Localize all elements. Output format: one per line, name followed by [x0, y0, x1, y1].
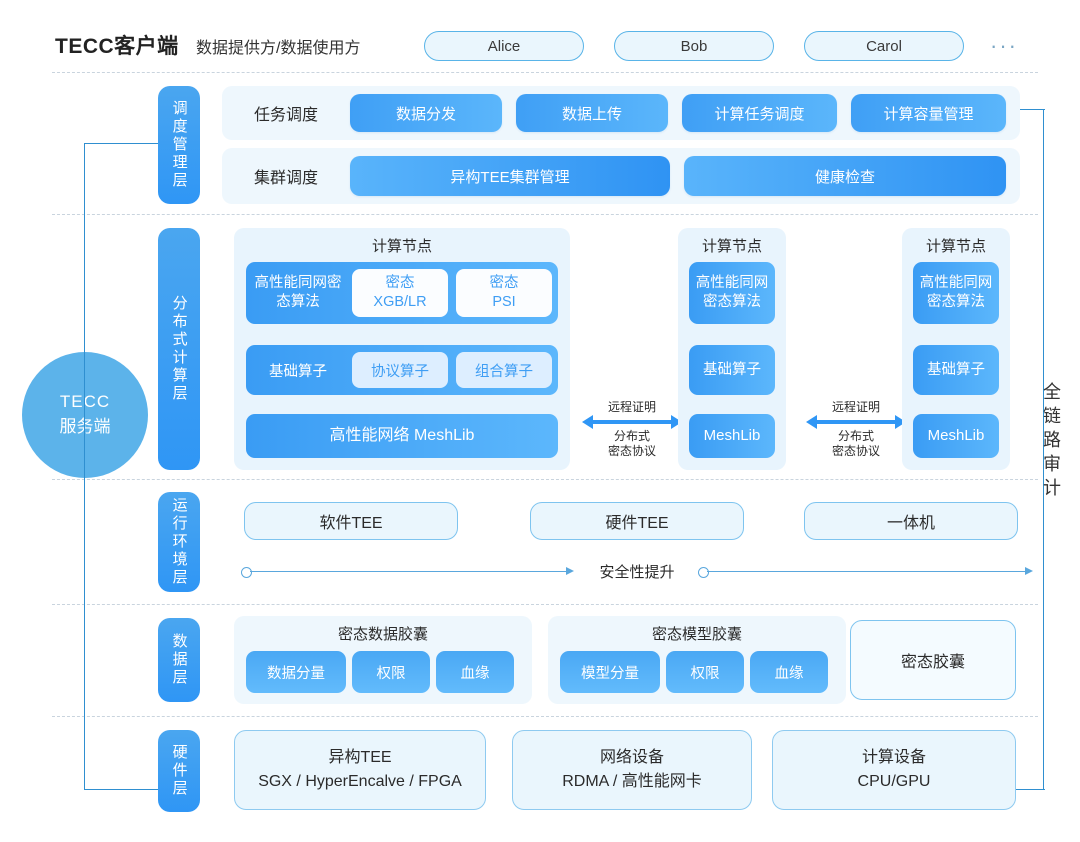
connector-left-bottom	[84, 789, 158, 790]
data-capsule-data-title: 密态数据胶囊	[337, 625, 428, 643]
divider-scheduling	[52, 214, 1038, 215]
hardware-box-network-line1: 网络设备	[599, 749, 664, 766]
compute-node-second-band-meshlib: MeshLib	[689, 414, 775, 458]
scheduling-btn-health-check[interactable]: 健康检查	[684, 156, 1006, 196]
compute-chip-psi-label: 密态 PSI	[489, 275, 519, 310]
hardware-box-tee-line2: SGX / HyperEncalve / FPGA	[258, 773, 462, 790]
connector-left-spine	[84, 143, 85, 789]
scheduling-btn-tee-cluster-mgmt[interactable]: 异构TEE集群管理	[350, 156, 670, 196]
scheduling-task-label: 任务调度	[253, 107, 318, 124]
compute-node-primary-title: 计算节点	[371, 237, 432, 255]
scheduling-cluster-label: 集群调度	[253, 170, 318, 187]
hardware-box-compute-line1: 计算设备	[861, 749, 926, 766]
security-axis-arrow-right-icon	[1025, 567, 1033, 575]
party-chip-carol[interactable]: Carol	[804, 31, 964, 61]
node-connector-ab-bottom: 分布式 密态协议	[607, 429, 656, 458]
compute-chip-psi[interactable]: 密态 PSI	[456, 269, 552, 317]
layer-pill-distributed-compute-label: 分布式计算层	[170, 295, 188, 403]
divider-header	[52, 72, 1038, 73]
node-connector-bc-bottom: 分布式 密态协议	[831, 429, 880, 458]
compute-chip-xgb-lr-label: 密态 XGB/LR	[373, 275, 427, 310]
compute-node-primary-band-meshlib: 高性能网络 MeshLib	[246, 414, 558, 458]
compute-chip-xgb-lr[interactable]: 密态 XGB/LR	[352, 269, 448, 317]
more-parties-icon[interactable]: ···	[990, 33, 1018, 58]
hardware-box-tee[interactable]: 异构TEE SGX / HyperEncalve / FPGA	[234, 730, 486, 810]
scheduling-btn-data-upload[interactable]: 数据上传	[516, 94, 668, 132]
security-axis-start-dot-right	[698, 567, 709, 578]
compute-node-third-algo-label: 高性能同网密态算法	[919, 275, 993, 310]
compute-node-primary-operator-label: 基础算子	[269, 363, 327, 380]
data-chip-lineage[interactable]: 血缘	[436, 651, 514, 693]
node-connector-bc: 远程证明 分布式 密态协议	[806, 400, 906, 459]
connector-right-top	[1005, 109, 1045, 110]
compute-node-second-algo-label: 高性能同网密态算法	[695, 275, 769, 310]
security-axis-start-dot-left	[241, 567, 252, 578]
hardware-box-network[interactable]: 网络设备 RDMA / 高性能网卡	[512, 730, 752, 810]
data-chip-data-share[interactable]: 数据分量	[246, 651, 346, 693]
data-standalone-capsule[interactable]: 密态胶囊	[850, 620, 1016, 700]
tecc-server-node: TECC 服务端	[22, 352, 148, 478]
compute-node-second-title: 计算节点	[701, 237, 762, 255]
compute-node-primary-algo-label: 高性能同网密态算法	[250, 262, 346, 324]
compute-node-second-band-operator: 基础算子	[689, 345, 775, 395]
layer-pill-hardware-label: 硬件层	[170, 744, 188, 798]
runtime-box-software-tee[interactable]: 软件TEE	[244, 502, 458, 540]
data-capsule-model-title: 密态模型胶囊	[651, 625, 742, 643]
header-subtitle: 数据提供方/数据使用方	[196, 40, 361, 57]
compute-node-third-band-algo: 高性能同网密态算法	[913, 262, 999, 324]
tecc-server-line2: 服务端	[59, 417, 111, 436]
scheduling-btn-task-schedule[interactable]: 计算任务调度	[682, 94, 837, 132]
layer-pill-scheduling: 调度管理层	[158, 86, 200, 204]
algo-text: 高性能同网密态算法	[254, 275, 342, 310]
tecc-server-line1: TECC	[59, 392, 111, 412]
security-axis-label: 安全性提升	[599, 563, 675, 581]
connector-right-bottom	[1005, 789, 1045, 790]
layer-pill-scheduling-label: 调度管理层	[170, 100, 188, 190]
layer-pill-data: 数据层	[158, 618, 200, 702]
node-connector-ab: 远程证明 分布式 密态协议	[582, 400, 682, 459]
party-chip-alice[interactable]: Alice	[424, 31, 584, 61]
node-connector-ab-top: 远程证明	[607, 400, 656, 414]
scheduling-btn-capacity-mgmt[interactable]: 计算容量管理	[851, 94, 1006, 132]
runtime-box-hardware-tee[interactable]: 硬件TEE	[530, 502, 744, 540]
layer-pill-hardware: 硬件层	[158, 730, 200, 812]
divider-runtime	[52, 604, 1038, 605]
hardware-box-network-line2: RDMA / 高性能网卡	[562, 773, 702, 790]
layer-pill-runtime-label: 运行环境层	[170, 497, 188, 587]
layer-pill-runtime: 运行环境层	[158, 492, 200, 592]
connector-right-spine	[1043, 109, 1044, 789]
scheduling-btn-data-distribute[interactable]: 数据分发	[350, 94, 502, 132]
compute-node-third-band-operator: 基础算子	[913, 345, 999, 395]
hardware-box-tee-line1: 异构TEE	[328, 749, 392, 766]
hardware-box-compute-line2: CPU/GPU	[857, 773, 931, 790]
node-connector-ab-arrow-icon	[582, 415, 682, 429]
compute-node-third-title: 计算节点	[925, 237, 986, 255]
audit-text: 全链路审计	[1041, 382, 1061, 502]
layer-pill-data-label: 数据层	[170, 633, 188, 687]
divider-compute	[52, 479, 1038, 480]
party-chip-bob[interactable]: Bob	[614, 31, 774, 61]
divider-data	[52, 716, 1038, 717]
layer-pill-distributed-compute: 分布式计算层	[158, 228, 200, 470]
data-chip-model-share[interactable]: 模型分量	[560, 651, 660, 693]
node-connector-bc-top: 远程证明	[831, 400, 880, 414]
hardware-box-compute[interactable]: 计算设备 CPU/GPU	[772, 730, 1016, 810]
security-axis-line-right	[707, 571, 1025, 572]
compute-chip-composite-operator[interactable]: 组合算子	[456, 352, 552, 388]
security-axis-arrow-left-icon	[566, 567, 574, 575]
node-connector-bc-arrow-icon	[806, 415, 906, 429]
compute-chip-protocol-operator[interactable]: 协议算子	[352, 352, 448, 388]
data-chip-permission[interactable]: 权限	[352, 651, 430, 693]
compute-node-second-band-algo: 高性能同网密态算法	[689, 262, 775, 324]
data-chip-model-lineage[interactable]: 血缘	[750, 651, 828, 693]
compute-node-third-band-meshlib: MeshLib	[913, 414, 999, 458]
page-title: TECC客户端	[55, 35, 179, 58]
full-chain-audit-label: 全链路审计	[1036, 382, 1066, 502]
connector-left-top	[84, 143, 158, 144]
data-chip-model-permission[interactable]: 权限	[666, 651, 744, 693]
security-axis-line-left	[250, 571, 566, 572]
runtime-box-appliance[interactable]: 一体机	[804, 502, 1018, 540]
